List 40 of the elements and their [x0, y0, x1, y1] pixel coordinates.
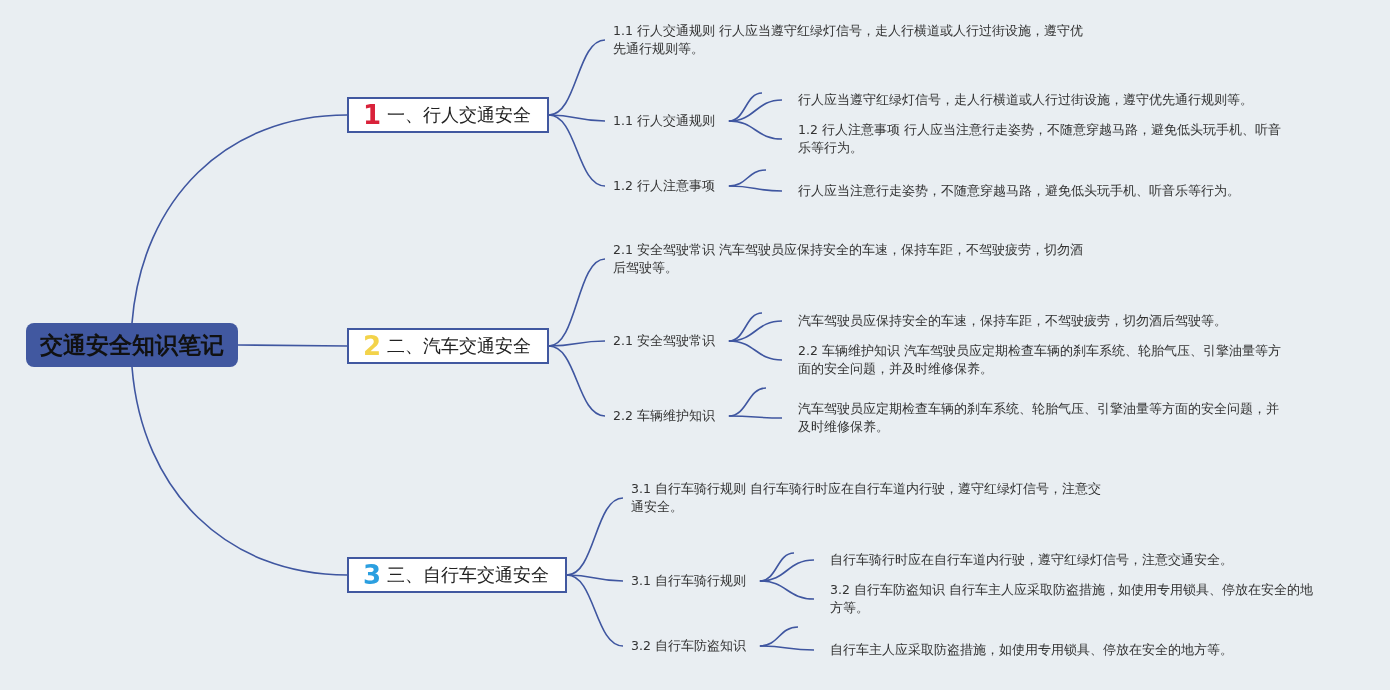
note-text: 1.2 行人注意事项 行人应当注意行走姿势，不随意穿越马路，避免低头玩手机、听音乐等行为。 — [798, 121, 1290, 157]
connector-line — [566, 574, 624, 647]
connector-line — [728, 415, 783, 419]
subtopic-text: 1.1 行人交通规则 — [613, 111, 715, 131]
topic-label: 一、行人交通安全 — [387, 103, 532, 127]
subtopic-text: 3.2 自行车防盗知识 — [631, 636, 746, 656]
connector-line — [728, 120, 783, 140]
subtopic-text: 3.1 自行车骑行规则 — [631, 571, 746, 591]
note-text: 2.1 安全驾驶常识 汽车驾驶员应保持安全的车速，保持车距，不驾驶疲劳，切勿酒后驾驶等。 — [613, 241, 1083, 277]
note-text: 汽车驾驶员应定期检查车辆的刹车系统、轮胎气压、引擎油量等方面的安全问题，并及时维修保养。 — [798, 400, 1280, 436]
note-text: 3.2 自行车防盗知识 自行车主人应采取防盗措施，如使用专用锁具、停放在安全的地方等。 — [830, 581, 1322, 617]
subtopic-text: 2.1 安全驾驶常识 — [613, 331, 715, 351]
connector-line — [728, 340, 783, 361]
subtopic-text: 2.2 车辆维护知识 — [613, 406, 715, 426]
note-text: 行人应当注意行走姿势，不随意穿越马路，避免低头玩手机、听音乐等行为。 — [798, 182, 1298, 200]
connector-line — [728, 185, 783, 192]
note-text: 自行车主人应采取防盗措施，如使用专用锁具、停放在安全的地方等。 — [830, 641, 1330, 659]
connector-line — [131, 114, 348, 324]
note-text: 2.2 车辆维护知识 汽车驾驶员应定期检查车辆的刹车系统、轮胎气压、引擎油量等方面的安全问题，并及时维修保养。 — [798, 342, 1290, 378]
topic-number: 2 — [363, 331, 382, 361]
note-text: 1.1 行人交通规则 行人应当遵守红绿灯信号，走人行横道或人行过街设施，遵守优先通行规则等。 — [613, 22, 1083, 58]
central-topic-box: 交通安全知识笔记 — [26, 323, 238, 367]
topic-box — [347, 557, 567, 593]
connector-line — [759, 645, 815, 651]
note-text: 3.1 自行车骑行规则 自行车骑行时应在自行车道内行驶，遵守红绿灯信号，注意交通安全。 — [631, 480, 1101, 516]
topic-box — [347, 97, 549, 133]
topic-label: 二、汽车交通安全 — [387, 334, 532, 358]
topic-label: 三、自行车交通安全 — [387, 563, 550, 587]
note-text: 行人应当遵守红绿灯信号，走人行横道或人行过街设施，遵守优先通行规则等。 — [798, 91, 1298, 109]
topic-number: 3 — [363, 560, 382, 590]
connector-line — [237, 344, 348, 347]
connector-line — [131, 366, 348, 576]
topic-number: 1 — [363, 100, 382, 130]
connector-line — [759, 580, 815, 600]
connector-line — [548, 345, 606, 417]
connector-line — [548, 114, 606, 187]
topic-box — [347, 328, 549, 364]
note-text: 自行车骑行时应在自行车道内行驶，遵守红绿灯信号，注意交通安全。 — [830, 551, 1330, 569]
subtopic-text: 1.2 行人注意事项 — [613, 176, 715, 196]
note-text: 汽车驾驶员应保持安全的车速，保持车距，不驾驶疲劳，切勿酒后驾驶等。 — [798, 312, 1298, 330]
